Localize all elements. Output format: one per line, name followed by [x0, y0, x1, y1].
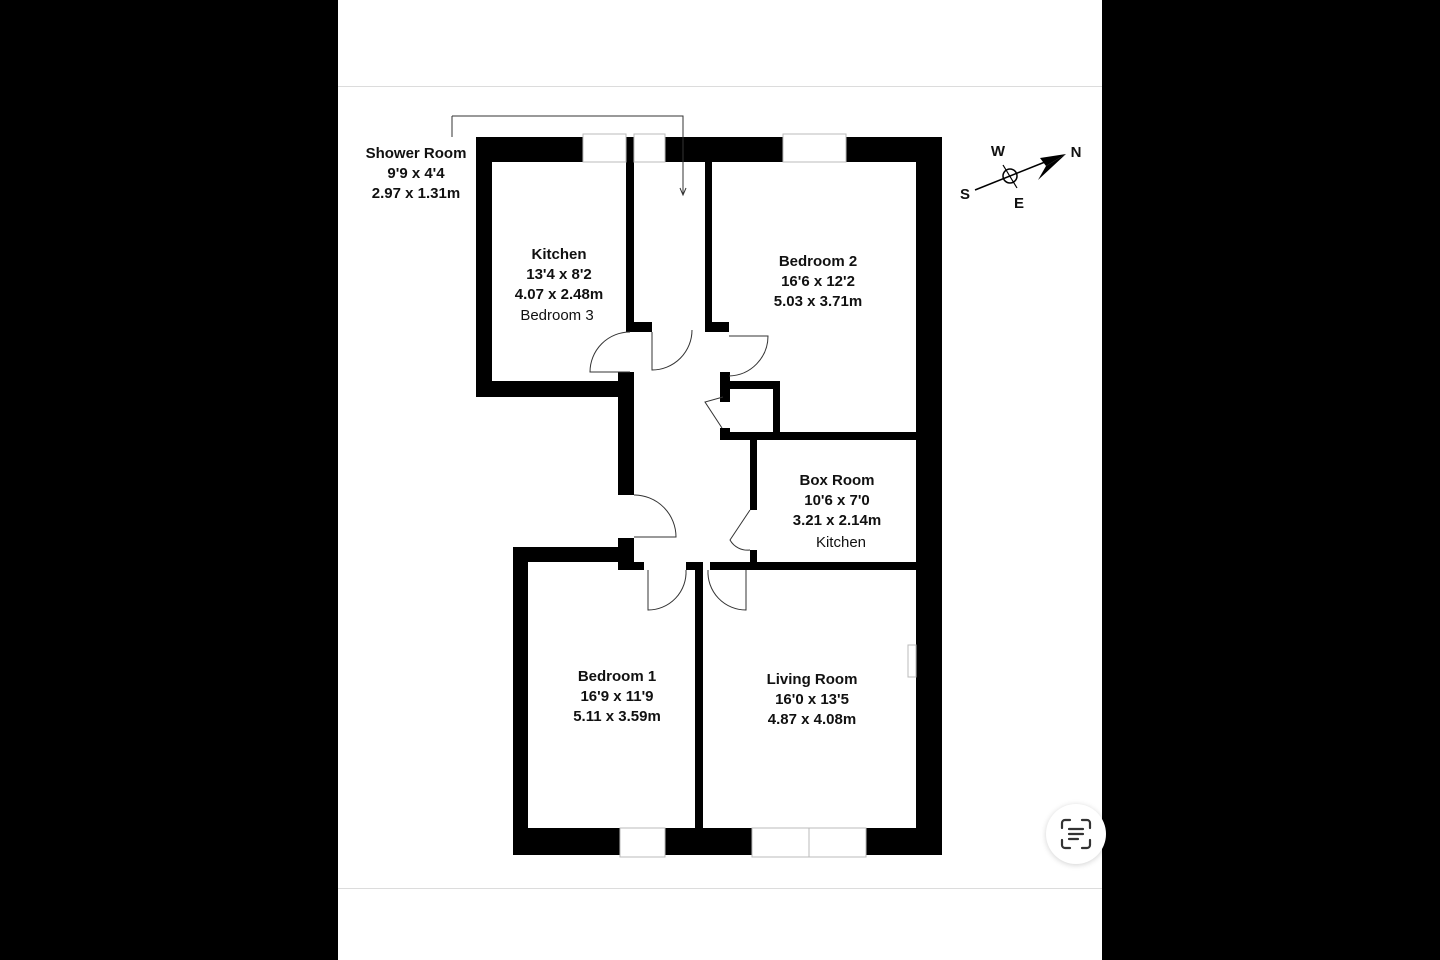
window: [633, 133, 666, 163]
wall: [695, 562, 703, 828]
door: [651, 329, 693, 371]
shower-outline: [451, 115, 684, 195]
wall: [705, 322, 729, 332]
room-metric: 4.87 x 4.08m: [768, 711, 856, 728]
room-imperial: 16'9 x 11'9: [580, 688, 653, 705]
wall: [705, 162, 712, 327]
door: [729, 509, 751, 551]
wall: [750, 550, 757, 570]
wall: [750, 440, 757, 510]
wall: [626, 322, 652, 332]
wall: [720, 432, 942, 440]
compass-icon: W N S E: [960, 143, 1081, 212]
wall: [773, 381, 780, 440]
wall: [618, 538, 634, 568]
room-living: Living Room 16'0 x 13'5 4.87 x 4.08m: [767, 671, 858, 728]
room-metric: 5.11 x 3.59m: [573, 708, 661, 725]
door: [707, 569, 747, 611]
compass-n: N: [1071, 144, 1082, 161]
scan-text-button[interactable]: [1046, 804, 1106, 864]
room-imperial: 9'9 x 4'4: [387, 165, 445, 182]
compass-s: S: [960, 186, 970, 203]
wall: [866, 828, 942, 855]
wall: [665, 828, 752, 855]
wall: [916, 137, 942, 855]
room-imperial: 16'6 x 12'2: [781, 273, 855, 290]
wall: [476, 381, 634, 397]
compass-w: W: [991, 143, 1006, 160]
room-note: Kitchen: [816, 534, 866, 551]
wall: [626, 137, 634, 327]
wall: [618, 372, 634, 495]
window: [782, 133, 847, 163]
room-imperial: 16'0 x 13'5: [775, 691, 849, 708]
door: [647, 569, 687, 611]
room-metric: 4.07 x 2.48m: [515, 286, 603, 303]
wall: [513, 547, 634, 562]
room-imperial: 10'6 x 7'0: [804, 492, 870, 509]
room-bedroom2: Bedroom 2 16'6 x 12'2 5.03 x 3.71m: [774, 253, 862, 310]
room-note: Bedroom 3: [520, 307, 593, 324]
wall: [710, 562, 942, 570]
window: [907, 644, 917, 678]
wall: [513, 547, 528, 855]
room-name: Shower Room: [366, 145, 467, 162]
room-name: Kitchen: [531, 246, 586, 263]
wall: [513, 828, 620, 855]
wall: [476, 137, 492, 397]
compass-e: E: [1014, 195, 1024, 212]
room-kitchen: Kitchen 13'4 x 8'2 4.07 x 2.48m Bedroom …: [515, 246, 603, 324]
room-metric: 3.21 x 2.14m: [793, 512, 881, 529]
window: [751, 827, 810, 858]
window: [582, 133, 627, 163]
room-metric: 2.97 x 1.31m: [372, 185, 460, 202]
divider-top: [338, 86, 1102, 87]
door: [704, 396, 724, 429]
wall: [665, 137, 783, 162]
window: [619, 827, 666, 858]
room-name: Bedroom 2: [779, 253, 857, 270]
wall: [686, 562, 703, 570]
room-metric: 5.03 x 3.71m: [774, 293, 862, 310]
window: [808, 827, 867, 858]
wall: [720, 381, 780, 389]
room-boxroom: Box Room 10'6 x 7'0 3.21 x 2.14m Kitchen: [793, 472, 881, 551]
windows: [582, 133, 917, 858]
room-name: Living Room: [767, 671, 858, 688]
door: [633, 494, 677, 538]
arrow-icon: [679, 187, 687, 197]
walls: [476, 137, 942, 855]
room-imperial: 13'4 x 8'2: [526, 266, 592, 283]
door: [589, 331, 631, 373]
doors: [451, 115, 769, 611]
room-name: Box Room: [800, 472, 875, 489]
wall: [618, 562, 644, 570]
scan-text-icon: [1060, 818, 1092, 850]
room-name: Bedroom 1: [578, 668, 656, 685]
door: [728, 335, 769, 377]
room-shower: Shower Room 9'9 x 4'4 2.97 x 1.31m: [366, 145, 467, 202]
divider-bottom: [338, 888, 1102, 889]
room-bedroom1: Bedroom 1 16'9 x 11'9 5.11 x 3.59m: [573, 668, 661, 725]
wall: [476, 137, 583, 162]
